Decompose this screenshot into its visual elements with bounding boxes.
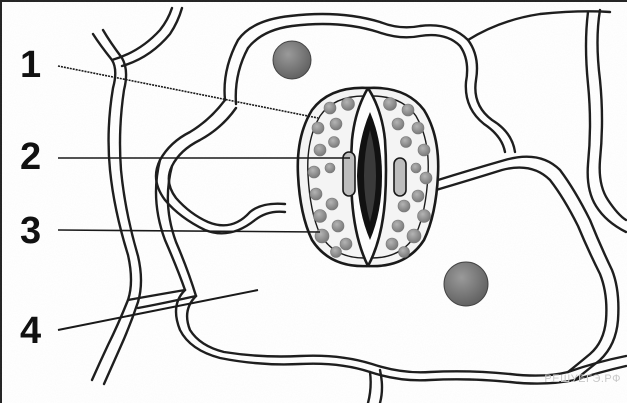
epidermal-nucleus-top (273, 41, 311, 79)
chloroplast (418, 210, 431, 223)
chloroplast (325, 163, 335, 173)
chloroplast (329, 137, 340, 148)
label-4: 4 (20, 312, 41, 350)
chloroplast (342, 98, 355, 111)
chloroplast (407, 229, 421, 243)
chloroplast (392, 220, 404, 232)
chloroplast (386, 238, 398, 250)
label-2: 2 (20, 138, 41, 176)
chloroplast (398, 200, 410, 212)
chloroplast (418, 144, 430, 156)
chloroplast (392, 118, 404, 130)
chloroplast (399, 247, 410, 258)
chloroplast (401, 137, 412, 148)
chloroplast (332, 220, 344, 232)
label-1: 1 (20, 46, 41, 84)
chloroplast (331, 247, 342, 258)
chloroplast (308, 166, 320, 178)
chloroplast (402, 104, 414, 116)
chloroplast (330, 118, 342, 130)
chloroplast (411, 163, 421, 173)
chloroplast (310, 188, 322, 200)
chloroplast (324, 102, 336, 114)
label-3: 3 (20, 212, 41, 250)
chloroplast (412, 122, 424, 134)
watermark: РЕШУЕГЭ.РФ (544, 373, 621, 385)
chloroplast (312, 122, 324, 134)
chloroplast (314, 210, 327, 223)
chloroplast (412, 190, 424, 202)
epidermal-nucleus-bottom (444, 262, 488, 306)
chloroplast (420, 172, 432, 184)
chloroplast (384, 98, 397, 111)
chloroplast (326, 198, 338, 210)
chloroplast (314, 144, 326, 156)
guard-cell-nucleus-right (394, 158, 406, 196)
chloroplast (340, 238, 352, 250)
chloroplast (315, 229, 329, 243)
